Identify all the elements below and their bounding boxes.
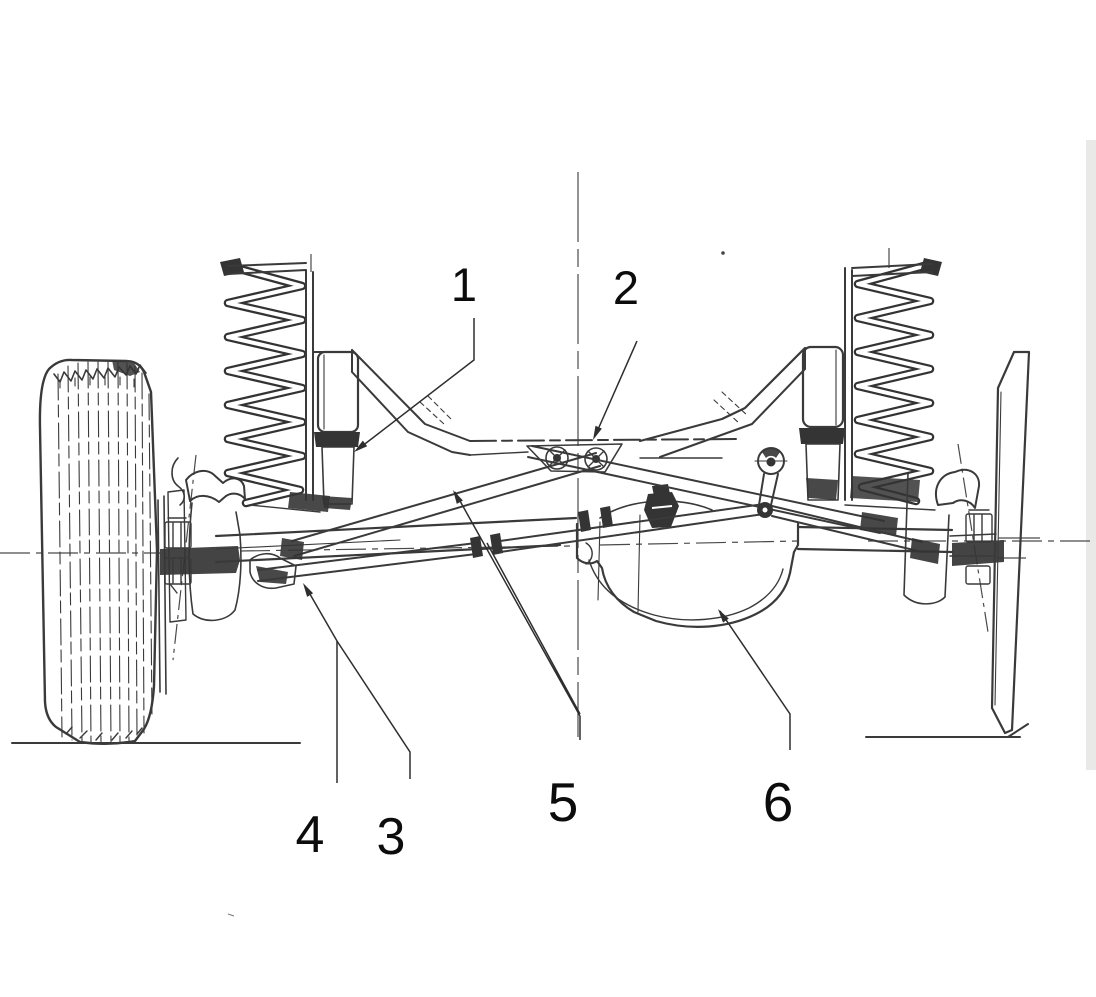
left-bracket-plate (227, 262, 353, 501)
leader-lines (303, 318, 791, 783)
right-tie-rod-end-dark (910, 538, 940, 564)
frame-right-top-edge (638, 346, 807, 443)
frame-left-lower-edge (351, 349, 471, 456)
right-bump-stop (799, 345, 845, 501)
suspension-links (257, 445, 940, 582)
left-spring-seat-line (249, 504, 321, 513)
scan-dot (721, 251, 725, 255)
right-knuckle-body (903, 473, 950, 605)
callout-4: 4 (296, 806, 325, 864)
diff-pan-inner-curve (588, 559, 784, 621)
pinion-flange (644, 484, 679, 528)
diff-boss-arc (585, 542, 593, 565)
left-backing-plate (167, 489, 187, 623)
right-wheel (990, 350, 1031, 735)
left-spring-top-end-dark (220, 258, 244, 276)
leader-line-4 (303, 583, 338, 783)
right-spring-seat-dark (850, 476, 920, 502)
leader-line-3 (306, 588, 411, 779)
crossmember-bottom-edges (469, 451, 723, 459)
scan-speck (227, 913, 235, 917)
tire-top-smudge (112, 360, 140, 376)
right-kingpin-axis (957, 443, 989, 633)
centerlines (0, 172, 1096, 737)
left-brake-hose (171, 457, 186, 506)
leader-line-1 (354, 318, 475, 452)
radius-arm-left-end-dark (280, 538, 304, 560)
right-hub-dark-band (952, 540, 1004, 566)
left-coil-spring (220, 258, 307, 508)
right-bump-stop-pad-dark (799, 428, 845, 444)
left-bump-stop (314, 350, 360, 510)
frame-left-miter-seam (419, 395, 453, 425)
leader-line-6 (718, 609, 791, 750)
right-bracket-plate (844, 263, 933, 501)
callout-5: 5 (548, 771, 579, 833)
tire-tread-lines (57, 361, 153, 744)
left-hub-dark-band (160, 546, 240, 575)
frame-right-arm (638, 346, 807, 458)
callout-6: 6 (763, 771, 794, 833)
drag-link (754, 447, 788, 518)
right-spring-coil-core (856, 264, 932, 503)
callout-2: 2 (613, 261, 639, 314)
right-hub-nuts (965, 509, 993, 585)
ground-line-right (865, 723, 1029, 738)
left-shock-bracket (321, 446, 355, 505)
diff-detail-lines (597, 514, 641, 613)
left-tire (38, 358, 159, 745)
frame-left-top-edge (351, 349, 471, 442)
left-hub-nuts (164, 517, 192, 594)
right-bump-stop-body (801, 345, 845, 429)
crossmember-plate (526, 443, 623, 473)
frame-right-miter-seam (713, 391, 749, 425)
leader-line-2 (593, 340, 638, 440)
right-shock-bracket-dark (806, 478, 838, 500)
right-coil-spring (853, 258, 942, 506)
ground-lines (11, 723, 1029, 744)
right-edge-scan-shadow (1086, 140, 1096, 770)
radius-arm-right (527, 445, 885, 534)
right-axle-stub (949, 533, 997, 557)
right-steering-arm-hook (935, 468, 981, 509)
scan-artifacts (227, 140, 1096, 917)
right-wheel-inner-line (994, 391, 1002, 706)
leader-line-5 (453, 490, 581, 740)
left-bump-stop-pad-dark (314, 432, 360, 447)
callout-1: 1 (451, 258, 477, 311)
right-spring-bracket (844, 263, 936, 511)
crossmember (469, 438, 738, 473)
diff-housing-outline (575, 522, 800, 628)
left-tie-rod-end (249, 552, 297, 590)
callouts: 1 2 3 4 5 6 (296, 258, 794, 866)
callout-3: 3 (377, 808, 406, 866)
left-wheel-hub (157, 457, 297, 695)
right-wheel-outline (990, 350, 1031, 735)
left-shock-bracket-dark (322, 496, 352, 510)
steering-rod-clamps (470, 506, 613, 558)
tire-top-tread-ticks (59, 376, 135, 389)
radius-arm-left (291, 452, 601, 557)
right-spring-seat-line (844, 504, 936, 511)
axle-tube-left-inner (215, 539, 401, 550)
right-wheel-hub (903, 468, 1004, 605)
crossmember-top-edge (469, 438, 738, 442)
frame-right-lower-edge (659, 347, 806, 458)
left-spring-bracket (227, 262, 353, 513)
tire-bottom-tread-marks (65, 726, 143, 741)
steering-rod (257, 503, 923, 582)
frame-left-arm (351, 349, 471, 456)
left-spring-seat-dark (288, 492, 330, 512)
left-spring-coil-core (226, 266, 304, 505)
